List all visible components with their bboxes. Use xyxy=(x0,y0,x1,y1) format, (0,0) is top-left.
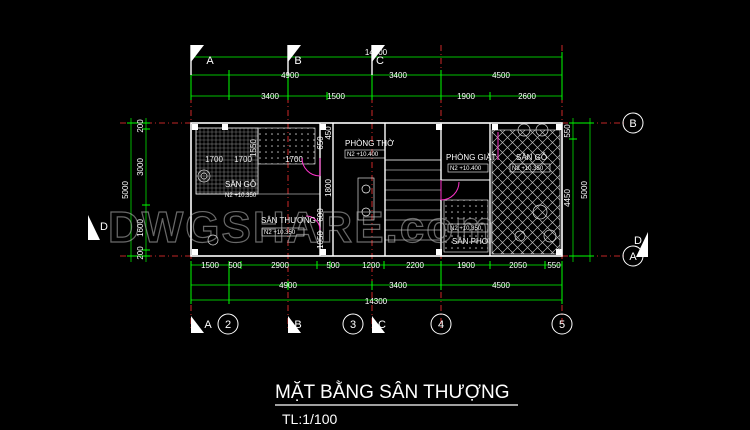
dim-right-550: 550 xyxy=(563,124,572,138)
drawing-title: MẶT BẰNG SÂN THƯỢNG xyxy=(275,381,510,403)
watermark: DWGSHARE.com xyxy=(108,203,496,252)
dim-top-r3-2600: 2600 xyxy=(518,92,536,101)
dim-left-200b: 200 xyxy=(136,246,145,260)
room-san-go-left: SÂN GỖ xyxy=(225,180,256,189)
dim-bot-2900: 2900 xyxy=(271,261,289,270)
room-labels: PHÒNG THỜ N2 +10.400 PHÒNG GIẶT N2 +10.4… xyxy=(225,139,551,246)
dim-bot2-4900: 4900 xyxy=(279,281,297,290)
dim-bot2-4500: 4500 xyxy=(492,281,510,290)
section-markers-bottom: A B C xyxy=(191,316,386,333)
axis-3: 3 xyxy=(350,319,356,331)
dim-in-450: 450 xyxy=(324,126,333,140)
axis-5: 5 xyxy=(559,319,565,331)
door-symbols xyxy=(301,132,499,231)
section-d-markers: D D xyxy=(88,215,648,257)
room-phong-tho-tag: N2 +10.400 xyxy=(347,152,379,158)
dim-bot-total: 14300 xyxy=(365,297,388,306)
plan-walls xyxy=(190,122,563,257)
room-phong-giat-tag: N2 +10.400 xyxy=(450,166,482,172)
dim-left-5000: 5000 xyxy=(121,181,130,199)
dimension-lines xyxy=(127,52,594,304)
section-a-bottom: A xyxy=(204,319,212,331)
dim-top-r3-1500: 1500 xyxy=(327,92,345,101)
dim-bot-1500: 1500 xyxy=(201,261,219,270)
dim-top-4500: 4500 xyxy=(492,71,510,80)
dim-bot-550: 550 xyxy=(547,261,561,270)
axis-row-b: B xyxy=(629,118,636,130)
right-wood-deck-hatch xyxy=(491,129,561,255)
drawing-scale: TL:1/100 xyxy=(282,411,337,427)
dim-left-200a: 200 xyxy=(136,119,145,133)
dim-top-4900: 4900 xyxy=(281,71,299,80)
room-phong-giat: PHÒNG GIẶT xyxy=(446,153,496,162)
room-san-thuong-tag: N2 +10.350 xyxy=(264,230,296,236)
section-b-top: B xyxy=(294,55,301,67)
dim-bot-1900: 1900 xyxy=(457,261,475,270)
room-san-go-right: SÂN GỖ xyxy=(516,153,547,162)
room-san-phoi: SÂN PHƠI xyxy=(452,237,491,246)
section-d-right: D xyxy=(634,235,642,247)
section-d-left: D xyxy=(100,221,108,233)
dim-in-1800: 1800 xyxy=(324,179,333,197)
room-san-go-left-tag: N2 +10.350 xyxy=(225,193,257,199)
section-a-top: A xyxy=(206,55,214,67)
dim-top-r3-3400: 3400 xyxy=(261,92,279,101)
dim-top-r3-1900: 1900 xyxy=(457,92,475,101)
dim-bot-2200: 2200 xyxy=(406,261,424,270)
dim-bot-500b: 500 xyxy=(326,261,340,270)
dim-bot-2050: 2050 xyxy=(509,261,527,270)
dim-bot-500: 500 xyxy=(228,261,242,270)
room-san-phoi-tag: N2 +10.350 xyxy=(450,226,482,232)
room-san-thuong: SÂN THƯỢNG xyxy=(261,216,316,225)
dim-top-3400: 3400 xyxy=(389,71,407,80)
section-c-top: C xyxy=(376,55,384,67)
section-markers-top: A B C xyxy=(190,45,385,75)
dim-left-1600: 1600 xyxy=(136,219,145,237)
section-b-bottom: B xyxy=(294,319,301,331)
dim-left-3000: 3000 xyxy=(136,158,145,176)
dim-bot-1200: 1200 xyxy=(362,261,380,270)
plant-symbols xyxy=(197,123,557,246)
dim-right-5000: 5000 xyxy=(580,181,589,199)
axis-row-a: A xyxy=(629,251,637,263)
axis-4: 4 xyxy=(438,319,444,331)
axis-2: 2 xyxy=(225,319,231,331)
dim-bot2-3400: 3400 xyxy=(389,281,407,290)
room-san-go-right-tag: N2 +10.350 xyxy=(512,166,544,172)
room-phong-tho: PHÒNG THỜ xyxy=(345,139,394,148)
section-c-bottom: C xyxy=(378,319,386,331)
dim-right-4450: 4450 xyxy=(563,189,572,207)
